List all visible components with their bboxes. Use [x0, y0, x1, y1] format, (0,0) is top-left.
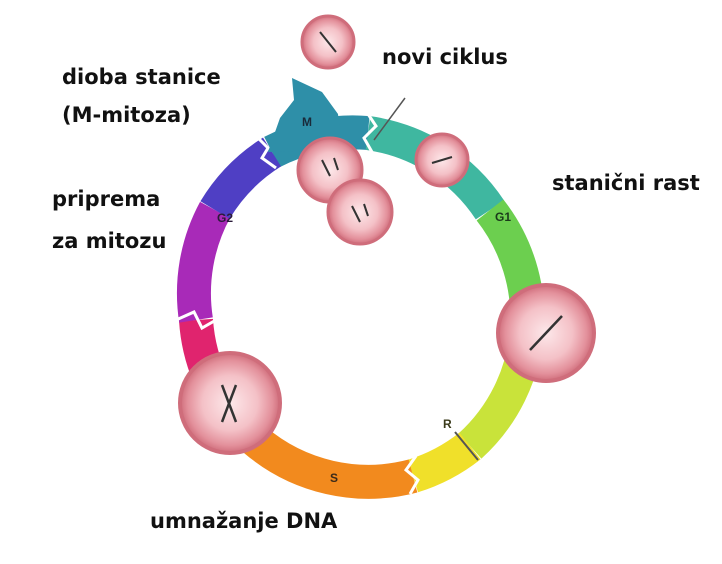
phase-g1-label: G1: [495, 210, 511, 224]
ring-segment-r: [413, 446, 470, 476]
label-prep-line1: priprema: [52, 184, 160, 214]
label-division-line1: dioba stanice: [62, 62, 221, 92]
cell-g1-small: [416, 134, 468, 186]
cell-s-phase: [180, 353, 280, 453]
cell-dividing-lower: [328, 180, 392, 244]
phase-r-label: R: [443, 417, 452, 431]
cell-top: [302, 16, 354, 68]
label-division-line2: (M-mitoza): [62, 100, 191, 130]
label-growth: stanični rast: [552, 168, 700, 198]
label-prep-line2: za mitozu: [52, 226, 166, 256]
label-new-cycle: novi ciklus: [382, 42, 508, 72]
phase-m-label: M: [302, 115, 312, 129]
ring-segment-g2: [194, 210, 215, 320]
phase-s-label: S: [330, 471, 338, 485]
phase-g2-label: G2: [217, 211, 233, 225]
cell-g1-large: [498, 285, 594, 381]
label-dna: umnažanje DNA: [150, 506, 337, 536]
